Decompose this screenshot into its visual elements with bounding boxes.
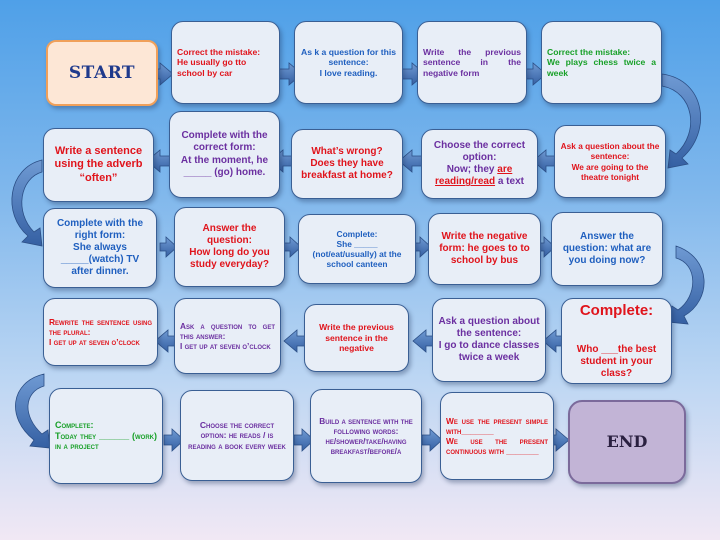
- question-card[interactable]: Choose the correct option: he reads / is…: [180, 390, 294, 481]
- question-card[interactable]: Ask a question about the sentence: I go …: [432, 298, 546, 382]
- card-text: Complete: Today they ______ (work) in a …: [55, 419, 157, 452]
- card-text: Write the previous sentence in the negat…: [423, 46, 521, 78]
- card-text: Answer the question: what are you doing …: [562, 230, 652, 267]
- card-heading: Complete:: [579, 301, 654, 319]
- question-card[interactable]: Write the previous sentence in the negat…: [304, 304, 409, 372]
- card-text: Write a sentence using the adverb “often…: [54, 144, 143, 184]
- card-text: Build a sentence with the following word…: [319, 415, 413, 457]
- card-text: We use the present simple with_______ We…: [446, 415, 548, 457]
- question-card[interactable]: Build a sentence with the following word…: [310, 389, 422, 483]
- card-text: Ask a question about the sentence: We ar…: [560, 141, 660, 182]
- question-card[interactable]: Rewrite the sentence using the plural: I…: [43, 298, 158, 366]
- question-card[interactable]: Correct the mistake: He usually go tto s…: [171, 21, 280, 104]
- card-text: Choose the correct option: Now; they are…: [427, 140, 532, 189]
- curved-arrow-icon: [667, 245, 705, 325]
- question-card[interactable]: What’s wrong? Does they have breakfast a…: [291, 129, 403, 199]
- card-text: Rewrite the sentence using the plural: I…: [49, 316, 152, 348]
- question-card[interactable]: We use the present simple with_______ We…: [440, 392, 554, 480]
- card-text: Complete with the right form: She always…: [56, 217, 144, 278]
- card-text-part: Choose the correct option: Now; they: [433, 139, 526, 175]
- card-subtext: Who ___the best student in your class?: [576, 343, 657, 379]
- arrow-right-icon: [421, 428, 443, 452]
- question-card[interactable]: Write the previous sentence in the negat…: [417, 21, 527, 104]
- start-tile[interactable]: START: [46, 40, 158, 106]
- question-card[interactable]: Ask a question to get this answer: I get…: [174, 298, 281, 374]
- card-text-underlined: are reading/read: [435, 164, 513, 188]
- card-text: As k a question for this sentence: I lov…: [300, 46, 397, 78]
- question-card[interactable]: Complete: Who ___the best student in you…: [561, 298, 672, 384]
- question-card[interactable]: Ask a question about the sentence: We ar…: [554, 125, 666, 198]
- card-text: Complete: She _____ (not/eat/usually) at…: [312, 228, 402, 270]
- card-text: Write the previous sentence in the negat…: [319, 322, 394, 354]
- question-card[interactable]: Answer the question: what are you doing …: [551, 212, 663, 286]
- curved-arrow-icon: [11, 159, 43, 247]
- card-text: Ask a question to get this answer: I get…: [180, 320, 275, 352]
- question-card[interactable]: Choose the correct option: Now; they are…: [421, 129, 538, 199]
- question-card[interactable]: Complete: She _____ (not/eat/usually) at…: [298, 214, 416, 284]
- card-text: Complete: Who ___the best student in you…: [567, 299, 666, 383]
- question-card[interactable]: As k a question for this sentence: I lov…: [294, 21, 403, 104]
- card-text: Correct the mistake: He usually go tto s…: [177, 46, 261, 78]
- end-tile[interactable]: END: [568, 400, 686, 484]
- card-text: Ask a question about the sentence: I go …: [438, 315, 540, 364]
- question-card[interactable]: Write a sentence using the adverb “often…: [43, 128, 154, 202]
- question-card[interactable]: Complete with the correct form: At the m…: [169, 111, 280, 198]
- card-text: Answer the question: How long do you stu…: [189, 222, 270, 271]
- question-card[interactable]: Write the negative form: he goes to to s…: [428, 213, 541, 285]
- card-text: Write the negative form: he goes to to s…: [439, 230, 530, 267]
- curved-arrow-icon: [15, 373, 51, 449]
- start-label: START: [68, 62, 136, 83]
- question-card[interactable]: Answer the question: How long do you stu…: [174, 207, 285, 287]
- end-label: END: [606, 432, 648, 452]
- question-card[interactable]: Complete: Today they ______ (work) in a …: [49, 388, 163, 484]
- card-text-part: a text: [495, 176, 524, 188]
- question-card[interactable]: Correct the mistake: We plays chess twic…: [541, 21, 662, 104]
- curved-arrow-icon: [661, 73, 702, 169]
- card-text: Complete with the correct form: At the m…: [180, 130, 269, 178]
- card-text: Correct the mistake: We plays chess twic…: [547, 46, 656, 78]
- card-text: Choose the correct option: he reads / is…: [188, 419, 286, 451]
- card-text: What’s wrong? Does they have breakfast a…: [301, 145, 393, 182]
- question-card[interactable]: Complete with the right form: She always…: [43, 208, 157, 288]
